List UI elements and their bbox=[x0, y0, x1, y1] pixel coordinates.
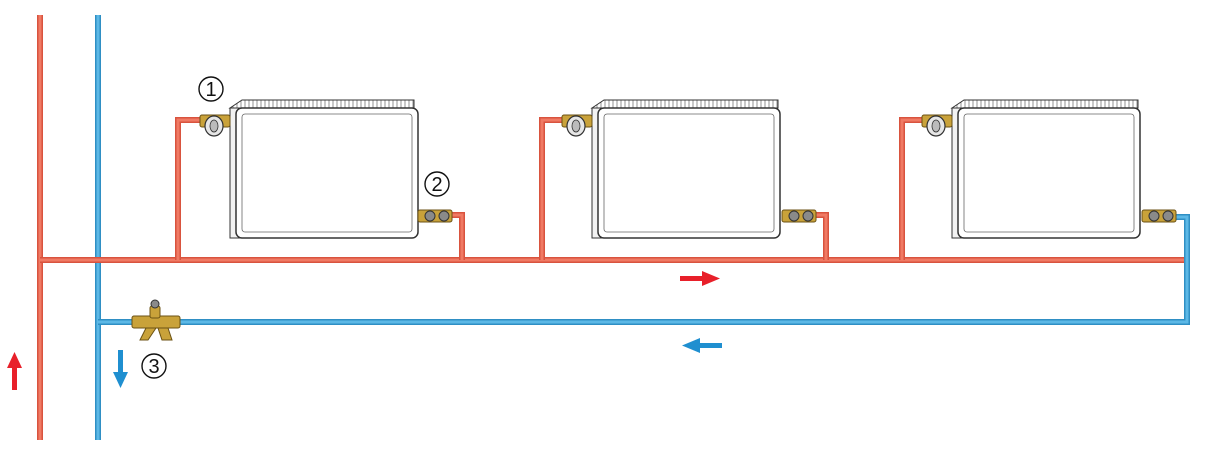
radiator-3 bbox=[950, 99, 1141, 239]
supply-riser-arrow bbox=[7, 352, 22, 390]
radiator-1 bbox=[228, 99, 419, 239]
thermostatic-valve-icon bbox=[199, 114, 231, 137]
lockshield-valve-icon bbox=[1141, 209, 1177, 223]
radiator-2-supply-branch bbox=[539, 117, 562, 260]
radiator-2 bbox=[590, 99, 781, 239]
callout-2-label: 2 bbox=[431, 174, 442, 196]
radiator-1-supply-branch bbox=[175, 117, 200, 260]
callout-3: 3 bbox=[141, 353, 167, 379]
lockshield-valve-icon bbox=[781, 209, 817, 223]
radiator-2-return-branch bbox=[815, 212, 829, 260]
return-main-pipe bbox=[98, 214, 1190, 325]
supply-main-arrow bbox=[680, 271, 720, 286]
lockshield-valve-icon bbox=[417, 209, 453, 223]
return-main-arrow bbox=[682, 338, 722, 353]
callout-3-label: 3 bbox=[148, 356, 159, 378]
callout-1: 1 bbox=[198, 76, 224, 102]
thermostatic-valve-icon bbox=[921, 114, 953, 137]
callout-1-label: 1 bbox=[205, 79, 216, 101]
radiator-1-return-branch bbox=[450, 212, 465, 260]
callout-2: 2 bbox=[424, 171, 450, 197]
thermostatic-valve-icon bbox=[561, 114, 593, 137]
balancing-valve-icon bbox=[131, 299, 181, 341]
return-riser-arrow bbox=[113, 350, 128, 388]
radiator-3-supply-branch bbox=[899, 117, 922, 260]
